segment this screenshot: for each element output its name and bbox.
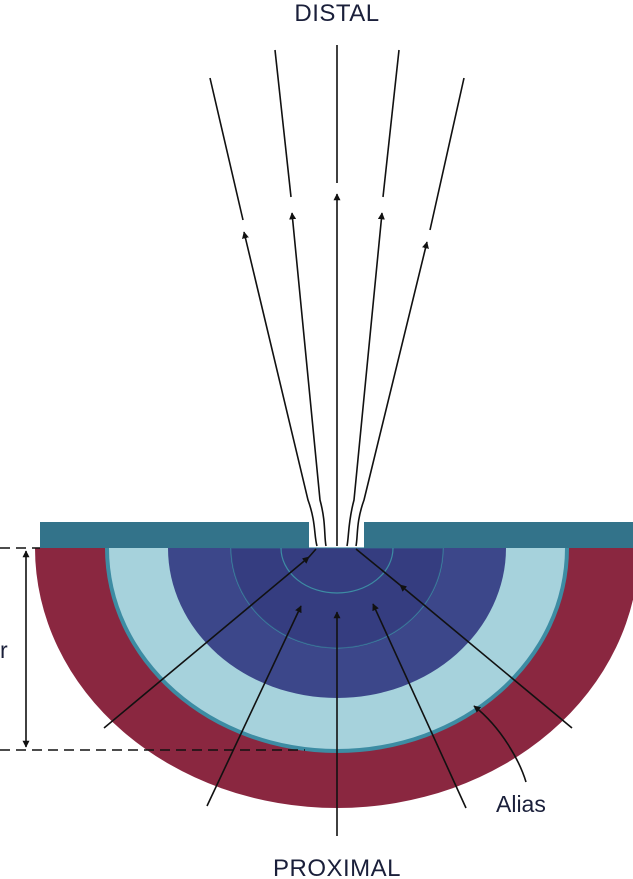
alias-pointer bbox=[473, 705, 527, 783]
distal-line-4 bbox=[346, 212, 385, 547]
proximal-inner-left bbox=[308, 548, 317, 558]
proximal-line-4 bbox=[372, 603, 467, 809]
inner-band bbox=[231, 548, 443, 648]
distal-line-5-top bbox=[429, 77, 465, 231]
plate-left bbox=[40, 522, 309, 548]
orifice-plate bbox=[40, 522, 633, 548]
distal-line-2 bbox=[289, 212, 327, 547]
distal-label: DISTAL bbox=[294, 0, 379, 27]
proximal-label: PROXIMAL bbox=[273, 855, 401, 879]
proximal-line-2 bbox=[206, 605, 302, 807]
radius-indicator: r bbox=[0, 547, 305, 751]
alias-label: Alias bbox=[496, 791, 546, 817]
alias-annotation: Alias bbox=[473, 705, 546, 817]
distal-streamlines bbox=[209, 45, 465, 547]
distal-line-1 bbox=[242, 231, 318, 547]
proximal-streamlines bbox=[103, 548, 573, 836]
proximal-line-1 bbox=[103, 556, 310, 729]
core-arc bbox=[280, 547, 394, 594]
radius-label: r bbox=[0, 637, 8, 663]
proximal-line-5 bbox=[399, 584, 573, 729]
distal-line-2-top bbox=[274, 49, 292, 198]
plate-right bbox=[364, 522, 633, 548]
distal-line-4-top bbox=[382, 49, 400, 198]
distal-line-5 bbox=[355, 241, 429, 547]
distal-line-1-top bbox=[209, 77, 244, 221]
proximal-inner-right bbox=[355, 548, 401, 586]
hemisphere-bands bbox=[35, 547, 633, 808]
